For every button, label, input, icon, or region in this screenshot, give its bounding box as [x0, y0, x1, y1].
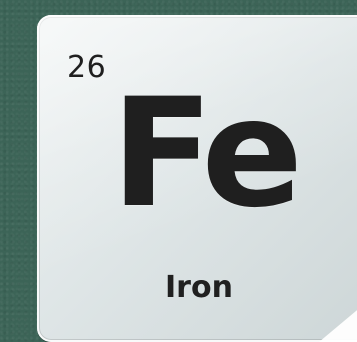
element-symbol: Fe [111, 67, 303, 241]
corner-fold-icon [319, 280, 357, 342]
element-tile: 26 Fe Iron [37, 15, 357, 342]
element-name: Iron [165, 270, 233, 305]
atomic-number: 26 [67, 50, 107, 85]
